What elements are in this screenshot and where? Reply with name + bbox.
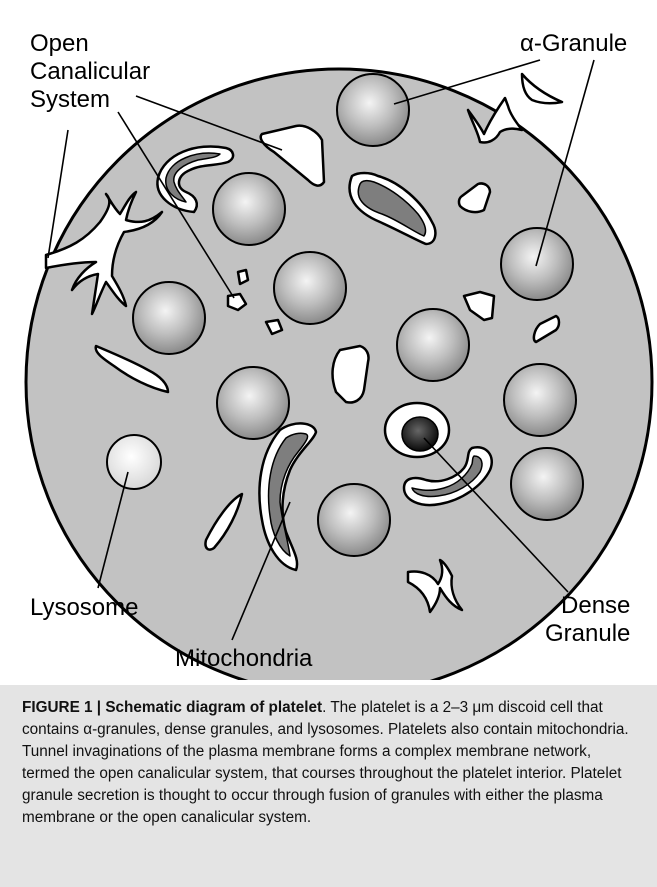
- label-lysosome: Lysosome: [30, 594, 139, 622]
- label-line: Granule: [545, 620, 630, 648]
- label-dense-granule: Dense Granule: [545, 592, 630, 648]
- label-open-canalicular-system: Open Canalicular System: [30, 30, 150, 114]
- figure-caption-box: FIGURE 1 | Schematic diagram of platelet…: [0, 685, 657, 887]
- lysosome: [107, 435, 161, 489]
- label-alpha-granule: α-Granule: [520, 30, 627, 58]
- label-line: Open: [30, 30, 150, 58]
- label-line: Dense: [545, 592, 630, 620]
- figure-caption: FIGURE 1 | Schematic diagram of platelet…: [22, 697, 639, 829]
- label-line: Canalicular: [30, 58, 150, 86]
- label-line: System: [30, 86, 150, 114]
- label-mitochondria: Mitochondria: [175, 645, 312, 673]
- dense-granule: [385, 403, 449, 457]
- figure-title: FIGURE 1 | Schematic diagram of platelet: [22, 699, 322, 716]
- caption-text: . The platelet is a 2–3 μm discoid cell …: [22, 699, 629, 826]
